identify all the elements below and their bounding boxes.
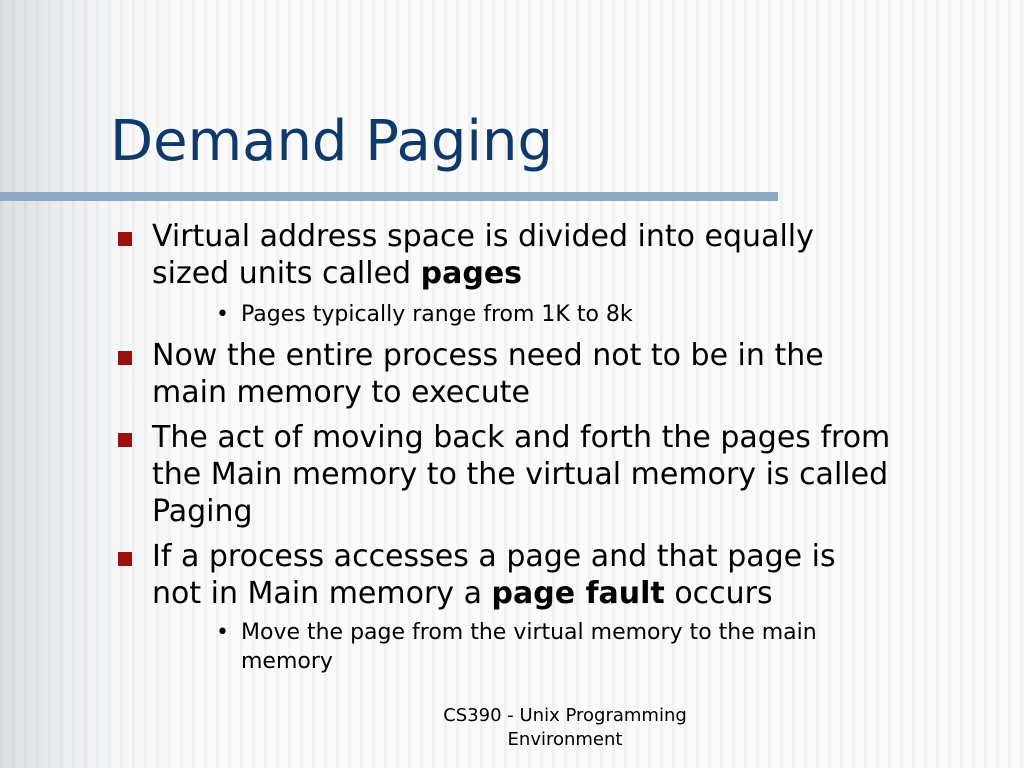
bullet-text-segment: not in Main memory a [152, 576, 492, 611]
sub-bullet-text: Pages typically range from 1K to 8k [241, 302, 633, 327]
bullet-line: main memory to execute [152, 375, 530, 410]
sub-bullet-line: memory [241, 649, 333, 674]
footer-line: CS390 - Unix Programming [443, 705, 687, 726]
bullet-line: Virtual address space is divided into eq… [152, 219, 814, 254]
square-bullet-icon [118, 433, 132, 447]
bullet-text: Now the entire process need not to be in… [152, 337, 1012, 411]
slide-footer: CS390 - Unix Programming Environment [400, 704, 730, 752]
bullet-text: If a process accesses a page and that pa… [152, 538, 1012, 612]
dot-bullet-icon: • [216, 620, 229, 645]
bullet-line: Now the entire process need not to be in… [152, 338, 824, 373]
bold-term: pages [420, 256, 523, 291]
footer-line: Environment [507, 729, 623, 750]
square-bullet-icon [118, 232, 132, 246]
bullet-line: If a process accesses a page and that pa… [152, 539, 836, 574]
slide-title: Demand Paging [110, 109, 553, 174]
bullet-text-segment: sized units called [152, 256, 421, 291]
bold-term: page fault [491, 576, 665, 611]
bullet-text: The act of moving back and forth the pag… [152, 419, 1012, 530]
sub-bullet-text: Move the page from the virtual memory to… [241, 618, 941, 676]
bullet-line: sized units called pages [152, 255, 1012, 292]
title-underline [0, 192, 778, 201]
bullet-line: the Main memory to the virtual memory is… [152, 457, 889, 492]
bullet-line: The act of moving back and forth the pag… [152, 420, 891, 455]
bullet-line: Paging [152, 494, 253, 529]
bullet-text: Virtual address space is divided into eq… [152, 218, 1012, 292]
bullet-line: not in Main memory a page fault occurs [152, 575, 1012, 612]
sub-bullet-line: Move the page from the virtual memory to… [241, 620, 817, 645]
dot-bullet-icon: • [216, 302, 229, 327]
bullet-text-segment: occurs [664, 576, 773, 611]
square-bullet-icon [118, 552, 132, 566]
square-bullet-icon [118, 351, 132, 365]
